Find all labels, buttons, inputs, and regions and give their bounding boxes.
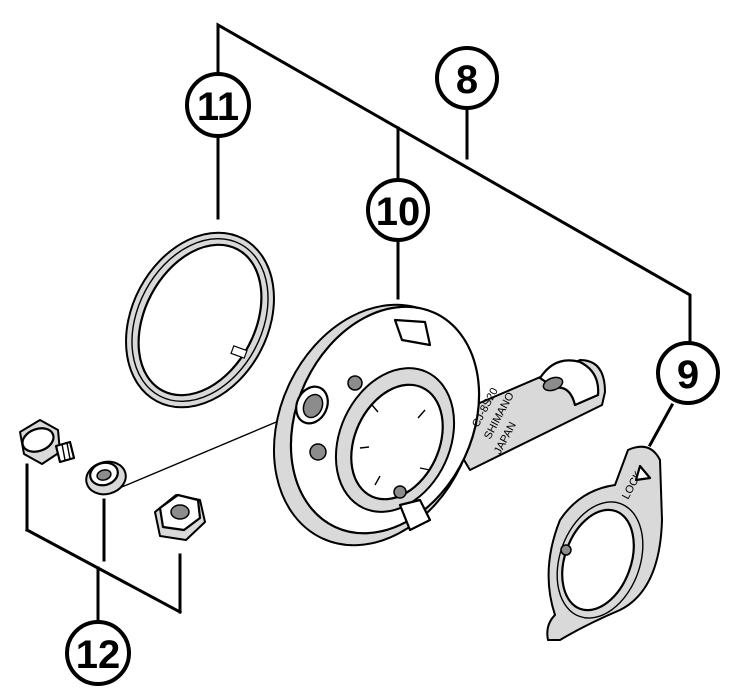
part-10-main-body: CJ-8S20 SHIMANO JAPAN [272, 303, 606, 547]
leader-bracket-top [216, 22, 692, 342]
callout-12: 12 [65, 620, 131, 686]
svg-text:8: 8 [456, 58, 478, 102]
svg-text:9: 9 [677, 353, 699, 397]
part-12-washer [85, 460, 127, 496]
callout-10: 10 [366, 178, 430, 242]
part-9-lock-lever: LOCK [546, 445, 663, 641]
callout-8: 8 [435, 46, 499, 110]
part-12-nut [154, 493, 206, 541]
svg-text:12: 12 [76, 633, 121, 677]
part-11-ring [125, 231, 275, 409]
svg-text:10: 10 [376, 190, 421, 234]
assembly-axis-line [109, 411, 301, 493]
callout-11: 11 [185, 72, 251, 138]
leader-12-horizontal [24, 527, 183, 615]
leader-lines [24, 22, 692, 622]
part-12-fasteners [19, 419, 206, 541]
callout-9: 9 [656, 341, 720, 405]
part-12-bolt [19, 419, 76, 465]
leader-9 [647, 402, 675, 448]
svg-text:11: 11 [197, 85, 239, 129]
